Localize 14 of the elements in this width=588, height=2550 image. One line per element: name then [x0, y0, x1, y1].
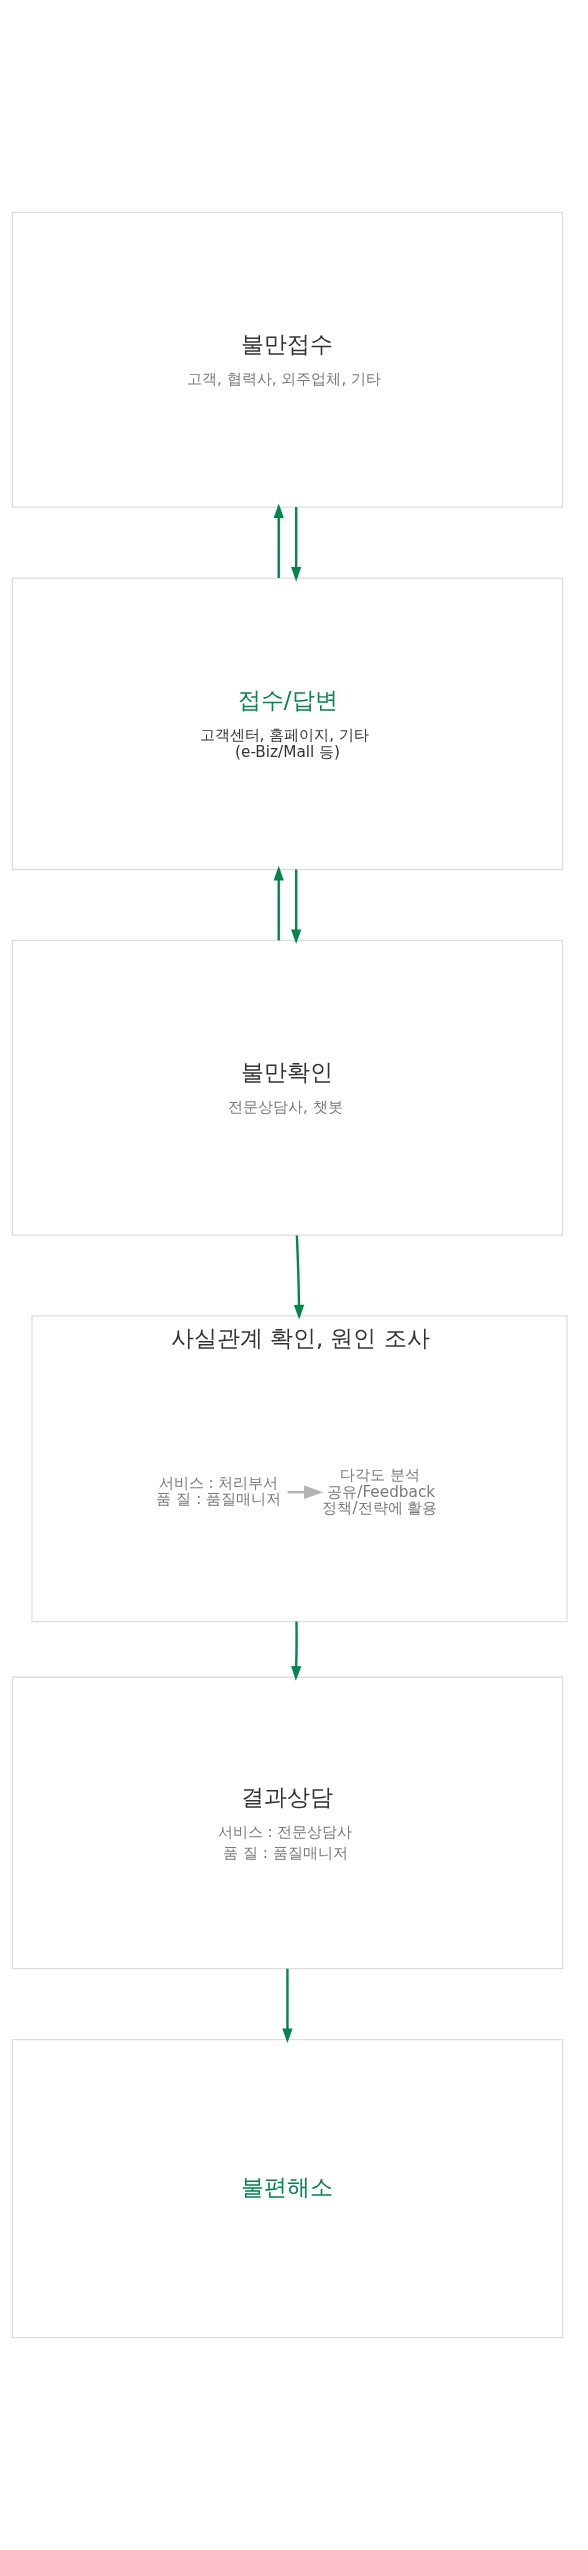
arrow [282, 1968, 293, 2044]
node-box: 불만접수 고객, 협력사, 외주업체, 기타 [11, 211, 564, 508]
node-box: 불편해소 [11, 2039, 564, 2339]
node-text: 다각도 분석 공유/Feedback 정책/전략에 활용 [322, 1466, 438, 1518]
node-box: 불만확인 전문상담사, 챗봇 [11, 939, 564, 1236]
arrow [293, 1235, 305, 1320]
arrow [273, 865, 284, 941]
node-box: 결과상담 서비스 : 전문상담사 품 질 : 품질매니저 [11, 1676, 564, 1970]
arrow [291, 869, 302, 945]
arrow [273, 503, 284, 579]
node-text: 서비스 : 처리부서 품 질 : 품질매니저 [156, 1474, 282, 1509]
arrow [291, 507, 302, 582]
node-box: 접수/답변 고객센터, 홈페이지, 기타 (e-Biz/Mall 등) [11, 577, 564, 871]
arrow [291, 1621, 302, 1681]
